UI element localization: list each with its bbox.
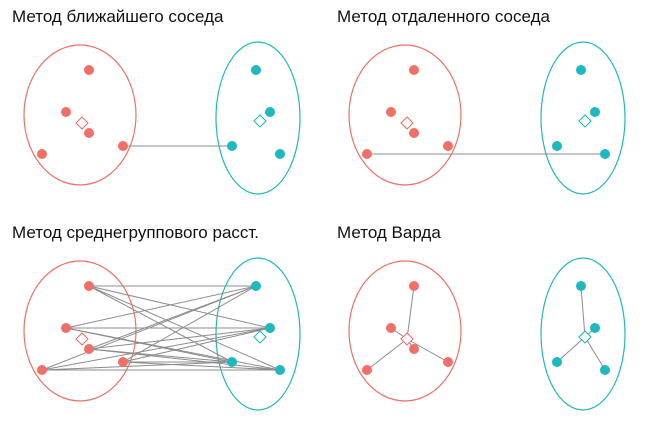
red-point-nearest-0 bbox=[84, 65, 94, 75]
red-point-ward-2 bbox=[409, 344, 419, 354]
red-point-ward-0 bbox=[409, 281, 419, 291]
link-line-average-2-3 bbox=[88, 348, 281, 371]
centroid-teal-average-diamond-icon bbox=[253, 330, 267, 344]
ward-line-teal-2 bbox=[556, 336, 586, 363]
teal-point-average-1 bbox=[265, 323, 275, 333]
link-line-average-0-1 bbox=[88, 285, 271, 329]
red-point-nearest-4 bbox=[37, 149, 47, 159]
red-point-average-0 bbox=[84, 281, 94, 291]
teal-point-nearest-3 bbox=[275, 149, 285, 159]
centroid-red-nearest-diamond-icon bbox=[75, 116, 89, 130]
red-point-furthest-1 bbox=[386, 107, 396, 117]
teal-point-furthest-2 bbox=[552, 141, 562, 151]
teal-point-furthest-0 bbox=[576, 65, 586, 75]
ward-line-teal-0 bbox=[580, 285, 586, 338]
ward-line-red-4 bbox=[366, 338, 408, 371]
teal-point-average-0 bbox=[251, 281, 261, 291]
red-point-average-1 bbox=[61, 323, 71, 333]
cluster-ellipse-red-furthest bbox=[348, 44, 462, 186]
teal-point-ward-0 bbox=[576, 281, 586, 291]
panel-title-ward: Метод Варда bbox=[337, 223, 441, 242]
link-line-average-1-3 bbox=[65, 327, 281, 371]
ward-line-teal-3 bbox=[584, 336, 606, 371]
ward-line-red-3 bbox=[406, 338, 449, 363]
red-point-furthest-0 bbox=[409, 65, 419, 75]
cluster-ellipse-teal-ward bbox=[540, 257, 626, 411]
link-line-average-3-1 bbox=[122, 327, 271, 363]
link-line-average-4-0 bbox=[41, 285, 257, 371]
link-line-average-2-1 bbox=[88, 327, 271, 350]
red-point-nearest-3 bbox=[118, 141, 128, 151]
red-point-ward-1 bbox=[386, 323, 396, 333]
red-point-nearest-1 bbox=[61, 107, 71, 117]
link-line-average-3-0 bbox=[122, 285, 257, 363]
teal-point-ward-2 bbox=[552, 357, 562, 367]
centroid-red-ward-diamond-icon bbox=[400, 332, 414, 346]
red-point-average-3 bbox=[118, 357, 128, 367]
centroid-red-furthest-diamond-icon bbox=[400, 116, 414, 130]
red-point-furthest-4 bbox=[362, 149, 372, 159]
link-line-average-1-0 bbox=[65, 285, 257, 329]
teal-point-ward-3 bbox=[600, 365, 610, 375]
panel-title-nearest-neighbor: Метод ближайшего соседа bbox=[12, 7, 224, 26]
link-line-average-4-2 bbox=[41, 361, 233, 371]
centroid-red-average-diamond-icon bbox=[75, 332, 89, 346]
teal-point-average-2 bbox=[227, 357, 237, 367]
teal-point-furthest-3 bbox=[600, 149, 610, 159]
teal-point-furthest-1 bbox=[590, 107, 600, 117]
teal-point-nearest-1 bbox=[265, 107, 275, 117]
teal-point-nearest-2 bbox=[227, 141, 237, 151]
teal-point-ward-1 bbox=[590, 323, 600, 333]
panel-title-furthest-neighbor: Метод отдаленного соседа bbox=[337, 7, 550, 26]
cluster-ellipse-red-ward bbox=[348, 260, 462, 402]
red-point-average-2 bbox=[84, 344, 94, 354]
panel-title-average-linkage: Метод среднегруппового расст. bbox=[12, 223, 260, 242]
red-point-ward-3 bbox=[443, 357, 453, 367]
red-point-ward-4 bbox=[362, 365, 372, 375]
centroid-teal-furthest-diamond-icon bbox=[578, 114, 592, 128]
centroid-teal-ward-diamond-icon bbox=[578, 330, 592, 344]
link-line-average-3-3 bbox=[122, 361, 281, 371]
teal-point-average-3 bbox=[275, 365, 285, 375]
red-point-furthest-3 bbox=[443, 141, 453, 151]
cluster-ellipse-teal-furthest bbox=[540, 41, 626, 195]
red-point-furthest-2 bbox=[409, 128, 419, 138]
ward-line-red-0 bbox=[406, 285, 415, 340]
teal-point-nearest-0 bbox=[251, 65, 261, 75]
cluster-ellipse-teal-nearest bbox=[215, 41, 301, 195]
link-line-average-4-1 bbox=[41, 327, 271, 371]
centroid-teal-nearest-diamond-icon bbox=[253, 114, 267, 128]
red-point-nearest-2 bbox=[84, 128, 94, 138]
cluster-ellipse-red-nearest bbox=[23, 44, 137, 186]
red-point-average-4 bbox=[37, 365, 47, 375]
